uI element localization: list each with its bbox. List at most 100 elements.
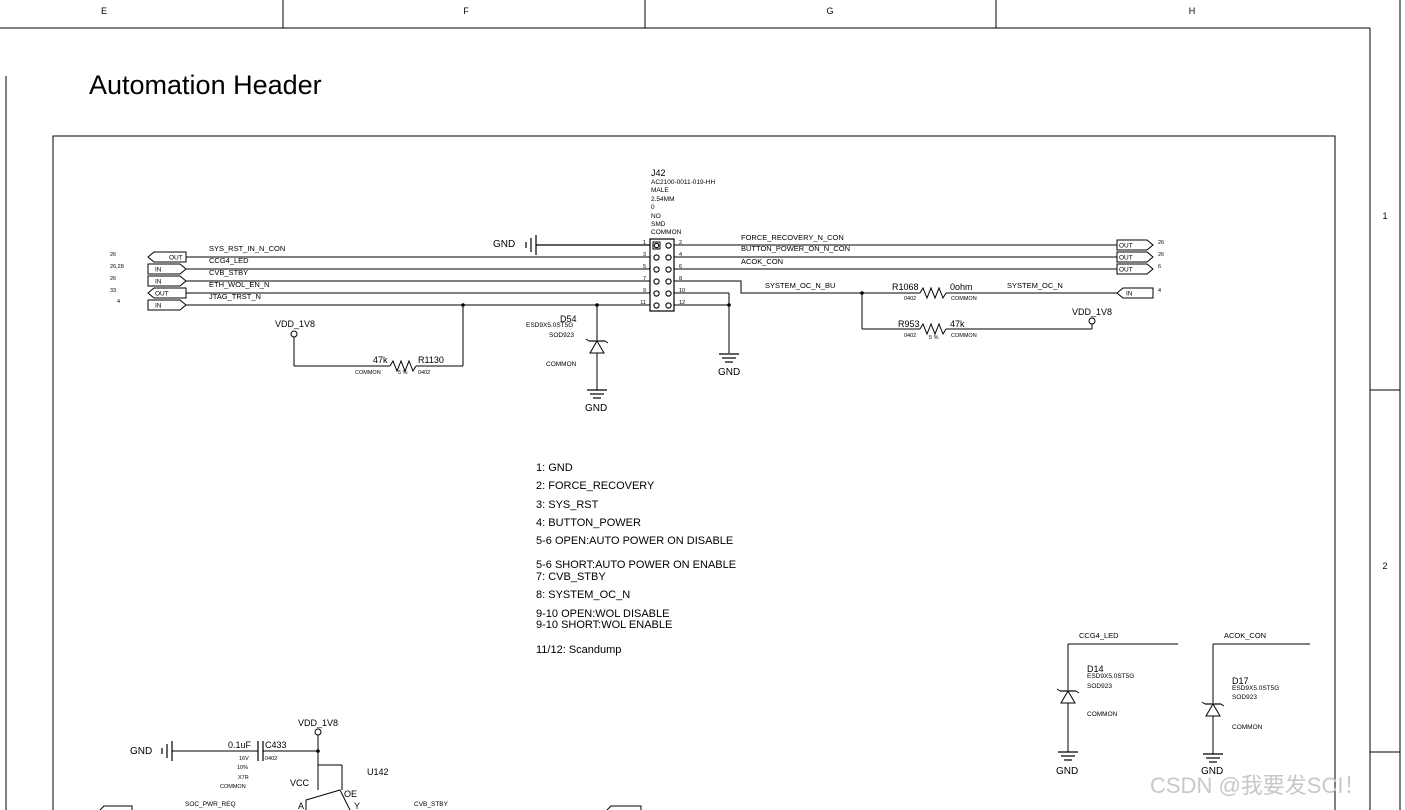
system-oc-label: SYSTEM_OC_N: [1007, 281, 1063, 290]
d14-net: CCG4_LED: [1079, 631, 1119, 640]
port-dir: IN: [155, 303, 162, 310]
c433-ref: C433: [265, 740, 287, 750]
r953-pkg: 0402: [904, 333, 916, 339]
u142-vcc: VCC: [290, 778, 310, 788]
j42-smd: SMD: [651, 221, 666, 228]
j42-common: COMMON: [651, 229, 682, 236]
u142-ref: U142: [367, 767, 389, 777]
port-ref: 4: [117, 299, 120, 305]
port-dir: IN: [155, 267, 162, 274]
r953-ref: R953: [898, 319, 920, 329]
left-port-4: 33 OUT ETH_WOL_EN_N: [110, 280, 650, 299]
note-line: 11/12: Scandump: [536, 644, 621, 656]
net-label: CCG4_LED: [209, 256, 249, 265]
d54-pkg: SOD923: [549, 332, 574, 339]
j42-body: [649, 238, 675, 312]
pin-notes: 1: GND 2: FORCE_RECOVERY 3: SYS_RST 4: B…: [536, 462, 736, 656]
d17-net: ACOK_CON: [1224, 631, 1266, 640]
d54-diode: D54 ESD9X5.0ST5G SOD923 COMMON GND: [526, 303, 609, 414]
j42-pin-12: 12: [679, 300, 685, 306]
r1130-tag: COMMON: [355, 370, 381, 376]
d17-gnd: GND: [1201, 766, 1223, 777]
port-ref: 26,28: [110, 264, 124, 270]
note-line: 8: SYSTEM_OC_N: [536, 589, 630, 601]
net-label: FORCE_RECOVERY_N_CON: [741, 233, 844, 242]
net-label: JTAG_TRST_N: [209, 292, 261, 301]
port-ref: 26: [110, 276, 116, 282]
port-ref: 26: [110, 252, 116, 258]
c433-pkg: 0402: [265, 756, 277, 762]
j42-no: NO: [651, 213, 661, 220]
c433-volt: 16V: [239, 756, 249, 762]
right-port-2: BUTTON_POWER_ON_N_CON OUT 26: [674, 244, 1164, 263]
r953-vdd: VDD_1V8: [1072, 307, 1112, 317]
left-port-5: 4 IN JTAG_TRST_N: [117, 292, 650, 311]
net-label: ACOK_CON: [741, 257, 783, 266]
port-dir: OUT: [155, 291, 169, 298]
row-label-1: 1: [1382, 211, 1387, 221]
soc-pwr-req-net: SOC_PWR_REQ: [185, 801, 236, 808]
port-ref: 26: [1158, 252, 1164, 258]
d17-pkg: SOD923: [1232, 694, 1257, 701]
row-label-2: 2: [1382, 561, 1387, 571]
d14-pkg: SOD923: [1087, 683, 1112, 690]
net-label: SYS_RST_IN_N_CON: [209, 244, 285, 253]
r1068-pkg: 0402: [904, 296, 916, 302]
net-label: CVB_STBY: [209, 268, 248, 277]
net-label: ETH_WOL_EN_N: [209, 280, 269, 289]
cvb-stby-net: CVB_STBY: [414, 801, 449, 808]
j42-pin1-marker: [652, 241, 661, 250]
d17-tag: COMMON: [1232, 724, 1263, 731]
r1130-value: 47k: [373, 355, 388, 365]
note-line: 5-6 OPEN:AUTO POWER ON DISABLE: [536, 535, 733, 547]
c433-gnd: GND: [130, 746, 152, 757]
c433-diel: X7R: [238, 775, 249, 781]
d14-ref: D14: [1087, 664, 1104, 674]
j42-pin-4: 4: [679, 252, 682, 258]
column-label-f: F: [463, 6, 469, 16]
system-oc-port-ref: 4: [1158, 288, 1161, 294]
port-dir: OUT: [1119, 267, 1133, 274]
j42-pin-2: 2: [679, 240, 682, 246]
j42-part: AC2100-0011-019-HH: [651, 179, 715, 186]
port-ref: 26: [1158, 240, 1164, 246]
d14-diode: CCG4_LED D14 ESD9X5.0ST5G SOD923 COMMON …: [1056, 631, 1178, 777]
d17-ref: D17: [1232, 676, 1249, 686]
d14-tag: COMMON: [1087, 711, 1118, 718]
port-dir: OUT: [1119, 255, 1133, 262]
r1068-ref: R1068: [892, 282, 919, 292]
column-label-e: E: [101, 6, 107, 16]
u142-vdd: VDD_1V8: [298, 718, 338, 728]
port-dir: OUT: [169, 255, 183, 262]
note-line: 1: GND: [536, 462, 573, 474]
system-oc-path: SYSTEM_OC_N_BU R1068 0ohm 0402 COMMON SY…: [674, 280, 1161, 341]
column-label-h: H: [1189, 6, 1196, 16]
connector-j42: J42 AC2100-0011-019-HH MALE 2.54MM 0 NO …: [640, 168, 715, 312]
c433-u142-section: GND 0.1uF C433 16V 0402 10% X7R COMMON V…: [99, 718, 642, 810]
r953-tag: COMMON: [951, 333, 977, 339]
sheet-title: Automation Header: [89, 70, 322, 100]
j42-pin-7: 7: [643, 276, 646, 282]
note-line: 4: BUTTON_POWER: [536, 517, 641, 529]
j42-pin-3: 3: [643, 252, 646, 258]
d54-ref: D54: [560, 314, 577, 324]
port-dir: IN: [155, 279, 162, 286]
right-port-3: ACOK_CON OUT 6: [674, 257, 1161, 275]
j42-pin-1: 1: [643, 240, 646, 246]
left-port-1: 26 OUT SYS_RST_IN_N_CON: [110, 244, 650, 263]
system-oc-port-dir: IN: [1126, 291, 1133, 298]
j42-pin-9: 9: [643, 288, 646, 294]
u142-oe: OE: [344, 789, 357, 799]
note-line: 2: FORCE_RECOVERY: [536, 480, 655, 492]
r953-value: 47k: [950, 319, 965, 329]
j42-pitch: 2.54MM: [651, 196, 674, 203]
c433-tol: 10%: [237, 765, 248, 771]
j42-gnd-label: GND: [493, 239, 515, 250]
j42-pin-8: 8: [679, 276, 682, 282]
port-dir: OUT: [1119, 243, 1133, 250]
c433-value: 0.1uF: [228, 740, 252, 750]
r1130-pkg: 0402: [418, 370, 430, 376]
j42-pin-5: 5: [643, 264, 646, 270]
j42-pin-10: 10: [679, 288, 685, 294]
d14-gnd: GND: [1056, 766, 1078, 777]
